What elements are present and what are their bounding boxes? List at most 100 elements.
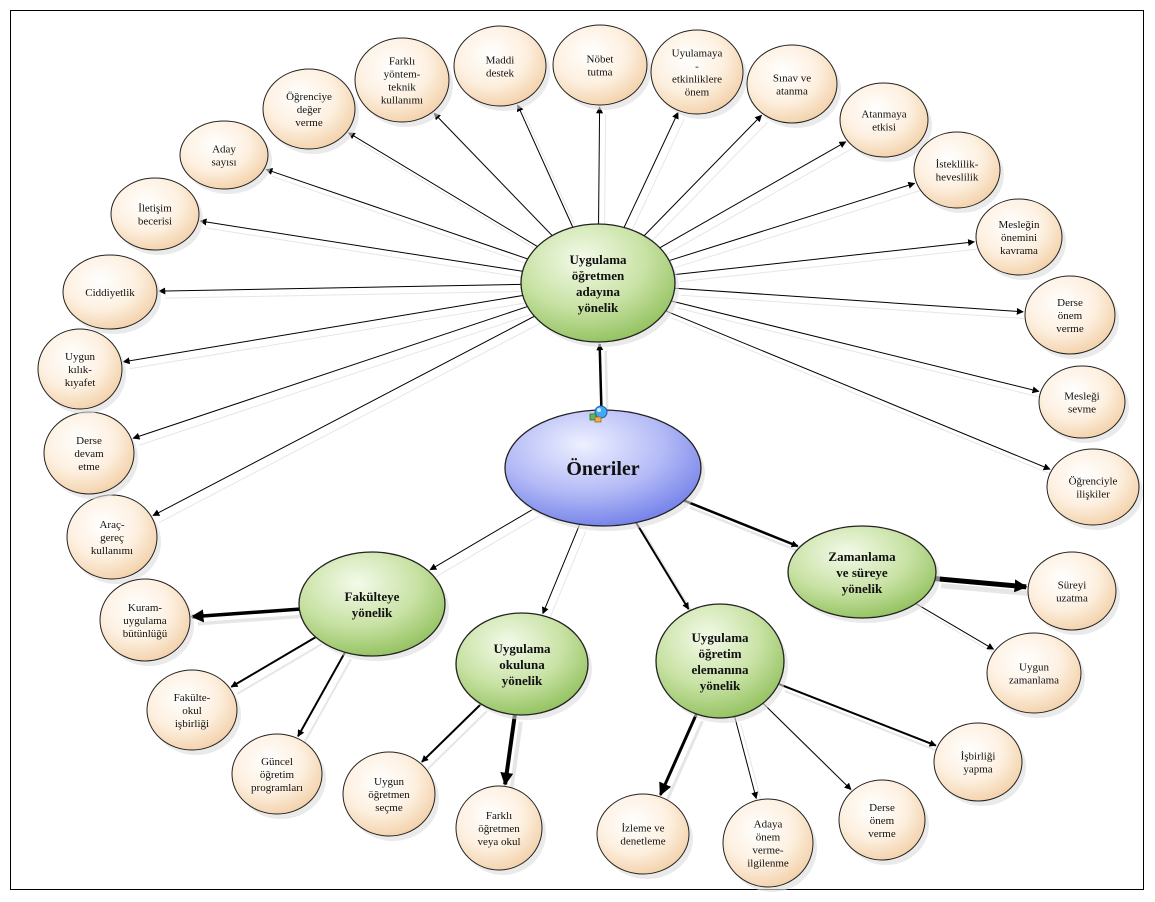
- node-label-line: programları: [251, 782, 303, 794]
- edge-fakulte-to-fak_isbirligi: [230, 636, 317, 688]
- node-label-line: önem: [756, 832, 781, 844]
- node-label-line: uzatma: [1056, 593, 1088, 605]
- edge-shadow: [784, 690, 943, 754]
- node-label-line: Adaya: [754, 819, 783, 831]
- node-label-line: Öğrenciyle: [1069, 476, 1118, 488]
- node-label-line: becerisi: [138, 216, 172, 228]
- node-label-line: okuluna: [499, 657, 545, 672]
- node-label-line: Derse: [76, 435, 102, 447]
- node-label-line: -: [695, 61, 699, 73]
- node-ellipse: [933, 722, 1023, 802]
- node-label-line: öğretmen: [572, 268, 625, 283]
- node-label-line: Öğrenciye: [286, 91, 332, 103]
- edge-shadow: [689, 506, 805, 555]
- edge-eleman-to-el_adaya: [734, 716, 759, 800]
- edge-eleman-to-el_izleme: [659, 713, 698, 797]
- edge-aday-to-aday_sayisi: [265, 168, 528, 260]
- edge-shadow: [197, 614, 306, 626]
- diagram-frame: [10, 10, 1144, 890]
- node-label-line: Uygun: [374, 776, 404, 788]
- edge-shadow: [303, 658, 352, 744]
- node-label-line: öğretim: [698, 646, 741, 661]
- node-ellipse: [262, 68, 356, 150]
- edge-root-to-zaman: [683, 499, 799, 548]
- node-label-line: Kuram-: [128, 602, 163, 614]
- node-label-line: önem: [685, 87, 710, 99]
- edge-shadow: [677, 307, 1045, 399]
- edge-okul-to-okul_uygun: [421, 703, 482, 763]
- edge-aday-to-aday_istek: [669, 181, 916, 262]
- node-label-line: Güncel: [261, 756, 293, 768]
- node-ellipse: [838, 779, 926, 861]
- node-label-line: Mesleğin: [999, 219, 1040, 231]
- edge-shadow: [941, 583, 1033, 597]
- node-label-line: Sınav ve: [773, 73, 811, 85]
- node-label-line: ilgilenme: [747, 858, 789, 870]
- edge-aday-to-aday_meslegi: [671, 300, 1040, 394]
- edge-shadow: [671, 317, 1057, 477]
- node-ellipse: [839, 82, 929, 158]
- edge-aday-to-aday_devam: [132, 306, 528, 440]
- edge-shadow: [921, 610, 1000, 657]
- node-label-line: Farklı: [389, 56, 415, 68]
- node-ellipse: [975, 198, 1063, 276]
- edge-eleman-to-el_derse: [762, 702, 852, 791]
- node-label-line: Derse: [1057, 297, 1083, 309]
- node-label-line: zamanlama: [1009, 675, 1059, 687]
- node-label-line: yönelik: [502, 673, 543, 688]
- node-label-line: etme: [78, 461, 99, 473]
- node-label-line: etkinliklere: [672, 74, 722, 86]
- node-ellipse: [913, 131, 1001, 209]
- node-label: Ciddiyetlik: [85, 287, 135, 299]
- node-label-line: önemini: [1001, 232, 1037, 244]
- edge-shadow: [206, 227, 529, 279]
- edge-shadow: [665, 148, 853, 256]
- node-label-line: destek: [486, 68, 515, 80]
- edge-shadow: [354, 139, 544, 254]
- node-label-line: Farklı: [486, 810, 512, 822]
- edge-shadow: [675, 189, 921, 269]
- icon-layer: [589, 405, 608, 423]
- edge-eleman-to-el_isbirligi: [778, 683, 937, 747]
- node-label-line: denetleme: [620, 836, 665, 848]
- node-label-line: işbirliği: [175, 718, 209, 730]
- edge-aday-to-aday_nobet: [596, 106, 604, 225]
- edge-fakulte-to-fak_guncel: [297, 651, 346, 738]
- search-globe-icon: [589, 405, 608, 423]
- node-label-line: Mesleği: [1064, 391, 1099, 403]
- node-label-line: değer: [297, 104, 322, 116]
- edge-root-to-aday: [596, 343, 604, 411]
- node-ellipse: [146, 669, 238, 751]
- node-label-line: yöntem-: [384, 69, 421, 81]
- shadow-layer: [129, 111, 1057, 806]
- node-label-line: veya okul: [477, 836, 520, 848]
- edge-shadow: [641, 529, 696, 617]
- node-label-line: sevme: [1068, 404, 1096, 416]
